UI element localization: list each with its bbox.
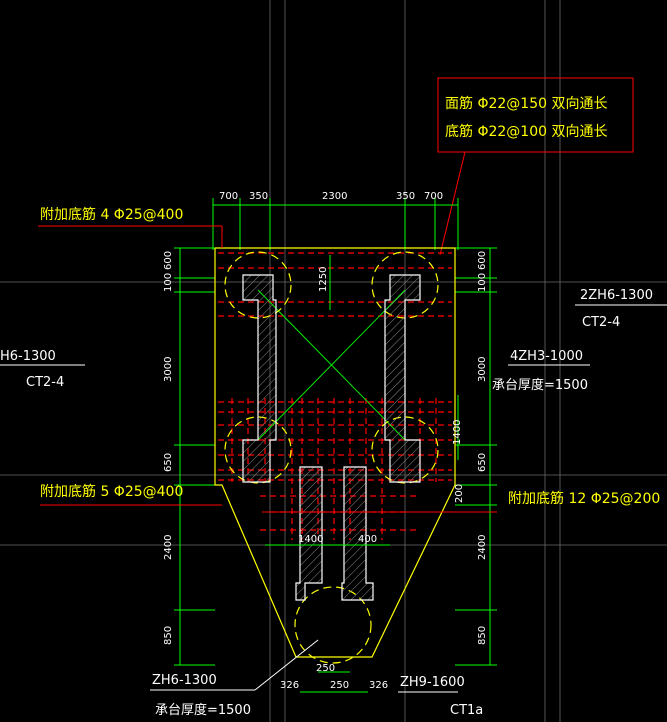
dim-left-650: 650 [163, 453, 174, 472]
dim-left-100: 100 [163, 273, 174, 292]
dim-left-2400: 2400 [163, 535, 174, 560]
label-right-cap: CT2-4 [582, 315, 620, 330]
dim-right-3000: 3000 [477, 357, 488, 382]
callout-leaders [0, 225, 667, 693]
top-bar-note: 面筋 Φ22@150 双向通长 [445, 95, 607, 112]
dim-bottom-250: 250 [316, 663, 335, 674]
label-center-pile: 4ZH3-1000 [510, 349, 583, 364]
bottom-bar-note: 底筋 Φ22@100 双向通长 [445, 123, 607, 140]
dim-right-650: 650 [477, 453, 488, 472]
inner-dimensions [265, 255, 459, 693]
columns [242, 274, 421, 601]
label-left-pile: H6-1300 [0, 349, 56, 364]
dim-bottom-326-right: 326 [369, 680, 388, 691]
label-bottom-pile: ZH6-1300 [152, 673, 217, 688]
dim-left-600: 600 [163, 251, 174, 270]
right-dimension-chain [455, 247, 497, 666]
wall-left [242, 274, 277, 483]
dim-top-350-right: 350 [396, 191, 415, 202]
dim-top-350-left: 350 [249, 191, 268, 202]
wall-bottom-right [341, 466, 374, 601]
pile-top-left [224, 251, 292, 319]
piles [224, 251, 439, 664]
dim-left-850: 850 [163, 626, 174, 645]
pile-top-right [371, 251, 439, 319]
pile-mid-left [224, 416, 292, 484]
left-dimension-chain [174, 247, 215, 666]
dim-right-100: 100 [477, 273, 488, 292]
wall-right [384, 274, 421, 483]
dim-1400-horizontal: 1400 [298, 534, 323, 545]
dim-1250: 1250 [318, 267, 329, 292]
dim-right-850: 850 [477, 626, 488, 645]
dim-right-200: 200 [454, 484, 465, 503]
wall-bottom-left [295, 466, 323, 601]
label-bottom-thickness: 承台厚度=1500 [155, 702, 251, 718]
diagonal-lines [257, 289, 406, 441]
dim-right-2400: 2400 [477, 535, 488, 560]
dim-left-3000: 3000 [163, 357, 174, 382]
label-bottom-right-cap: CT1a [450, 703, 483, 718]
dim-top-700-left: 700 [219, 191, 238, 202]
pile-cap-outline [214, 247, 456, 658]
dim-bottom-250-mid: 250 [330, 680, 349, 691]
reinforcement-note-box [437, 77, 634, 256]
label-left-cap: CT2-4 [26, 375, 64, 390]
label-bottom-right-pile: ZH9-1600 [400, 675, 465, 690]
label-right-pile: 2ZH6-1300 [580, 288, 653, 303]
callout-extra-bottom-mid: 附加底筋 5 Φ25@400 [40, 483, 183, 500]
pile-mid-right [371, 416, 439, 484]
pile-bottom [294, 586, 372, 664]
dim-bottom-326-left: 326 [280, 680, 299, 691]
dim-top-2300: 2300 [322, 191, 347, 202]
dim-1400-vertical: 1400 [452, 420, 463, 445]
label-center-thickness: 承台厚度=1500 [492, 377, 588, 393]
dim-top-700-right: 700 [424, 191, 443, 202]
callout-extra-bottom-right: 附加底筋 12 Φ25@200 [508, 490, 660, 507]
dim-right-600: 600 [477, 251, 488, 270]
top-dimension-chain [212, 198, 459, 250]
dim-400: 400 [358, 534, 377, 545]
callout-extra-bottom-top: 附加底筋 4 Φ25@400 [40, 206, 183, 223]
